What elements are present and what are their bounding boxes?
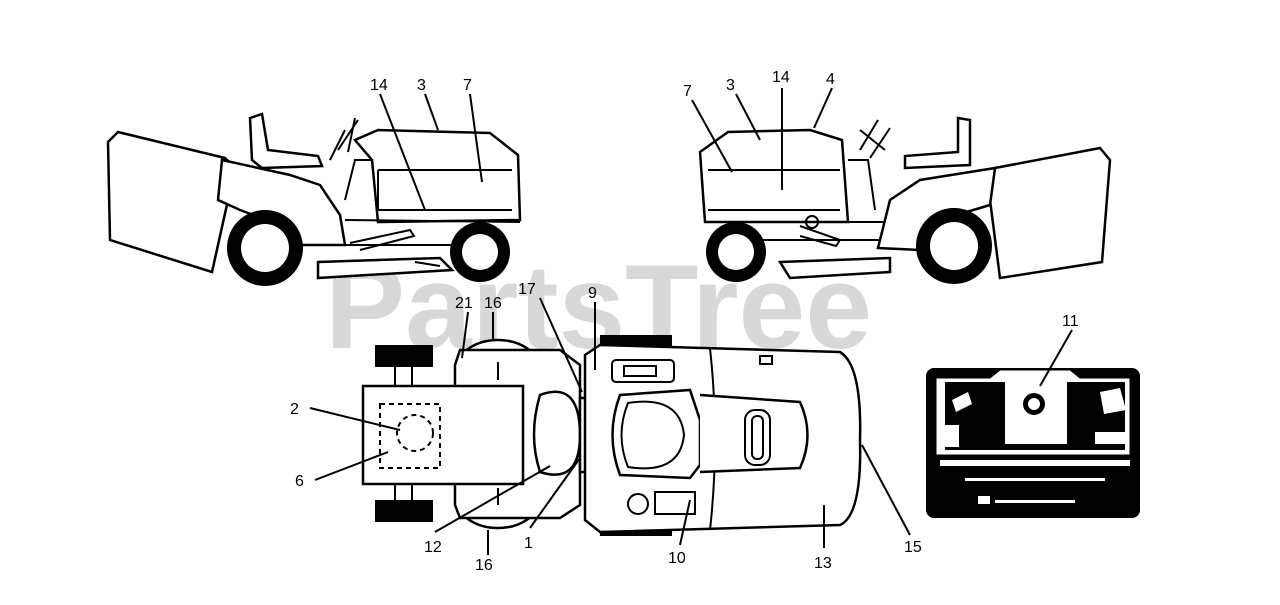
callout-9: 9 xyxy=(588,285,597,302)
bag-decal-circle xyxy=(396,414,434,452)
rear-tire-top xyxy=(375,345,433,367)
seat xyxy=(248,112,324,170)
mower-top-view xyxy=(309,297,911,555)
callout-21: 21 xyxy=(455,295,473,312)
callout-12: 12 xyxy=(424,539,442,556)
rear-fender xyxy=(216,158,347,247)
control-panel-top xyxy=(611,359,675,383)
callout-16-bottom: 16 xyxy=(475,557,493,574)
mower-deck-right xyxy=(777,256,892,280)
hood-right xyxy=(698,128,850,224)
callout-14-left: 14 xyxy=(370,77,388,94)
grass-bag-top xyxy=(361,384,525,486)
callout-3-right: 3 xyxy=(726,77,735,94)
callout-6: 6 xyxy=(295,473,304,490)
callout-1: 1 xyxy=(524,535,533,552)
control-panel-decal xyxy=(926,329,1140,518)
callout-15: 15 xyxy=(904,539,922,556)
grass-bag xyxy=(106,130,230,274)
callout-13: 13 xyxy=(814,555,832,572)
seat-right xyxy=(903,116,972,170)
callout-3-left: 3 xyxy=(417,77,426,94)
bag-decal-outline xyxy=(379,403,441,469)
seat-top xyxy=(532,390,582,476)
callout-10: 10 xyxy=(668,550,686,567)
rear-fender-right xyxy=(876,166,997,252)
mower-right-side-view xyxy=(691,87,1112,284)
hood xyxy=(352,128,522,224)
callout-11: 11 xyxy=(1062,313,1079,330)
callout-17: 17 xyxy=(518,281,536,298)
rear-tire-bottom xyxy=(375,500,433,522)
callout-7-right: 7 xyxy=(683,83,692,100)
callout-7-left: 7 xyxy=(463,77,472,94)
callout-2: 2 xyxy=(290,401,299,418)
steering-top xyxy=(744,409,771,466)
callout-4-right: 4 xyxy=(826,71,835,88)
grass-bag-right xyxy=(988,146,1112,280)
callout-14-right: 14 xyxy=(772,69,790,86)
mower-left-side-view xyxy=(106,93,522,286)
callout-16-top: 16 xyxy=(484,295,502,312)
